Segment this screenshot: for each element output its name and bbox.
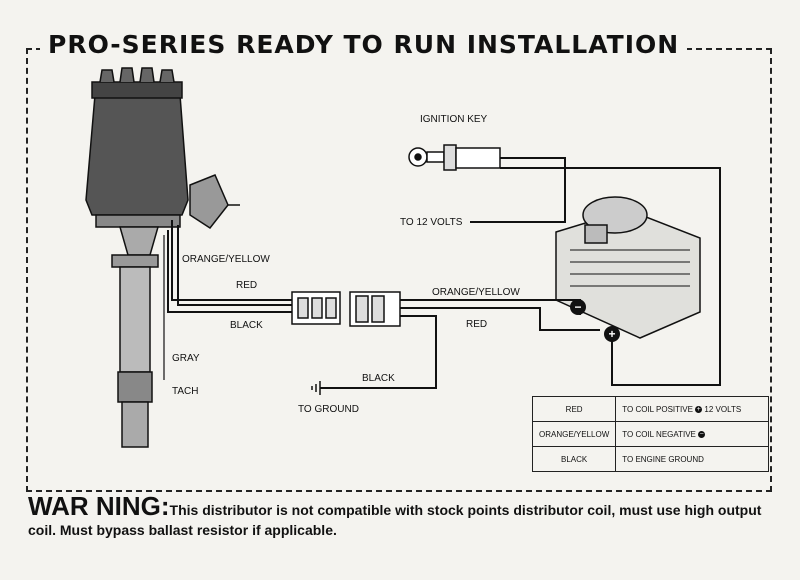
legend-description-text: TO ENGINE GROUND (622, 454, 704, 464)
ignition-coil (555, 196, 701, 339)
warning-heading: WAR NING: (28, 491, 170, 521)
distributor (85, 67, 240, 448)
legend-row: BLACK TO ENGINE GROUND (531, 446, 770, 472)
gray-label: GRAY (172, 353, 200, 364)
legend-row: ORANGE/YELLOW TO COIL NEGATIVE − (531, 421, 770, 447)
legend-description-text: TO COIL POSITIVE (622, 404, 693, 414)
ignition-key-icon (408, 144, 501, 171)
warning-text: This distributor is not compatible with … (28, 502, 762, 538)
to-ground-label: TO GROUND (298, 404, 359, 415)
wire-legend-table: RED TO COIL POSITIVE + 12 VOLTS ORANGE/Y… (531, 396, 770, 472)
to-12-volts-wire (470, 157, 566, 223)
warning-notice: WAR NING:This distributor is not compati… (28, 493, 778, 540)
legend-wire-color: RED (531, 396, 617, 422)
legend-row: RED TO COIL POSITIVE + 12 VOLTS (531, 396, 770, 422)
red-label-right: RED (466, 319, 487, 330)
legend-description: TO ENGINE GROUND (615, 446, 770, 472)
coil-negative-icon (570, 299, 586, 315)
legend-suffix: 12 VOLTS (704, 404, 742, 414)
wire-connector (291, 291, 401, 327)
ignition-to-positive-wire (500, 167, 721, 386)
legend-wire-color: ORANGE/YELLOW (531, 421, 617, 447)
tach-label: TACH (172, 386, 198, 397)
orange-yellow-label-left: ORANGE/YELLOW (182, 254, 270, 265)
page-title: PRO-SERIES READY TO RUN INSTALLATION (40, 30, 688, 59)
red-wire-right (400, 307, 600, 331)
plus-symbol: + (608, 327, 615, 341)
black-ground-wire (320, 315, 437, 389)
orange-yellow-wire-left (171, 220, 292, 301)
to-12-volts-label: TO 12 VOLTS (400, 217, 463, 228)
legend-description: TO COIL POSITIVE + 12 VOLTS (615, 396, 770, 422)
legend-description: TO COIL NEGATIVE − (615, 421, 770, 447)
orange-yellow-label-right: ORANGE/YELLOW (432, 287, 520, 298)
legend-wire-color: BLACK (531, 446, 617, 472)
black-ground-label: BLACK (362, 373, 395, 384)
black-wire-left (167, 230, 292, 313)
ignition-key-label: IGNITION KEY (420, 114, 488, 125)
minus-symbol: − (574, 300, 581, 314)
black-label-left: BLACK (230, 320, 263, 331)
negative-icon: − (698, 430, 706, 438)
positive-icon: + (695, 405, 703, 413)
legend-description-text: TO COIL NEGATIVE (622, 429, 696, 439)
red-wire-left (177, 225, 292, 306)
red-label-left: RED (236, 280, 257, 291)
coil-positive-icon (604, 326, 620, 342)
ground-icon (311, 381, 321, 395)
